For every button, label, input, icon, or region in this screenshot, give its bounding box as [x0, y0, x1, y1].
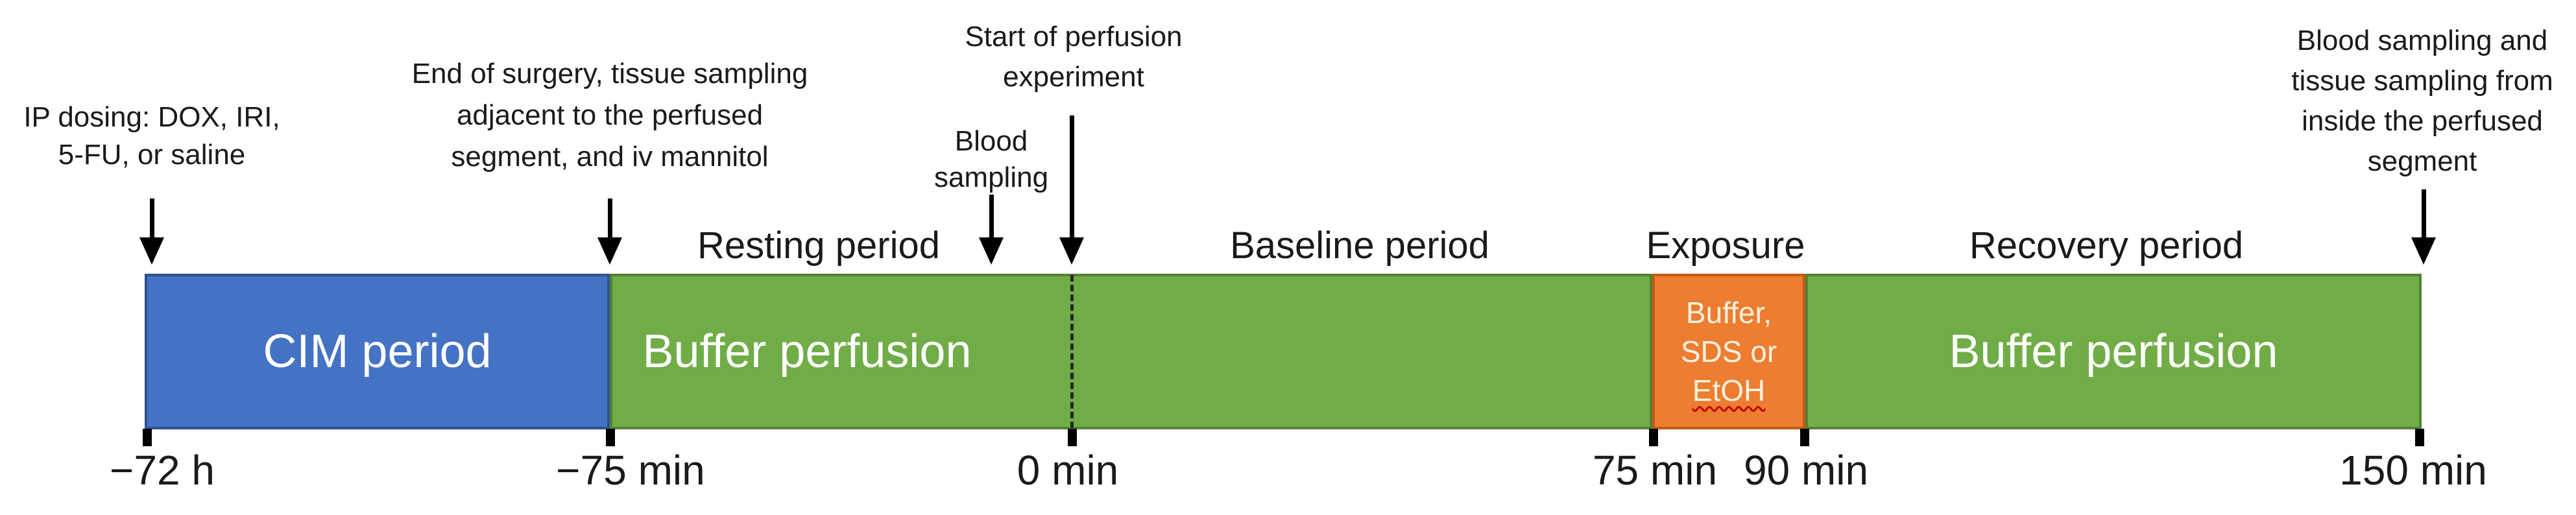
time-label-75min: 75 min	[1592, 447, 1718, 494]
tick-mark	[1649, 429, 1658, 446]
tick-mark	[2415, 429, 2424, 446]
tick-mark	[143, 429, 152, 446]
annotation-final-sampling: Blood sampling and tissue sampling from …	[2291, 21, 2553, 182]
segment-label: Buffer perfusion	[1949, 326, 2278, 377]
down-arrow-icon	[1059, 115, 1084, 265]
segment-cim-period: CIM period	[145, 274, 610, 429]
time-label-150min: 150 min	[2339, 447, 2487, 494]
segment-label: CIM period	[263, 326, 492, 377]
annotation-line: tissue sampling from	[2291, 65, 2553, 97]
annotation-ip-dosing: IP dosing: DOX, IRI, 5-FU, or saline	[23, 99, 280, 174]
tick-mark	[606, 429, 615, 446]
tick-mark	[1800, 429, 1809, 446]
annotation-blood-sampling: Blood sampling	[934, 123, 1048, 196]
arrow-shaft	[149, 198, 154, 237]
annotation-line: 5-FU, or saline	[58, 139, 246, 171]
dashed-divider-0min	[1070, 275, 1074, 428]
annotation-line: IP dosing: DOX, IRI,	[23, 101, 280, 133]
annotation-line: Blood sampling and	[2296, 25, 2548, 56]
annotation-line: sampling	[933, 162, 1049, 193]
arrow-head	[1059, 237, 1084, 265]
orange-label-line: SDS or	[1680, 335, 1777, 368]
annotation-line: segment	[2367, 145, 2477, 177]
tick-mark	[1068, 429, 1077, 446]
annotation-line: segment, and iv mannitol	[451, 141, 769, 173]
annotation-line: inside the perfused	[2302, 105, 2543, 137]
time-label-minus72h: −72 h	[110, 447, 215, 494]
orange-label-line-etoh: EtOH	[1692, 374, 1766, 407]
arrow-head	[2411, 237, 2436, 265]
period-label-resting: Resting period	[697, 224, 940, 267]
time-label-90min: 90 min	[1743, 447, 1869, 494]
segment-exposure-buffer-sds-etoh: Buffer, SDS or EtOH	[1652, 274, 1805, 429]
annotation-line: End of surgery, tissue sampling	[411, 58, 808, 90]
arrow-shaft	[607, 198, 612, 237]
down-arrow-icon	[139, 198, 164, 265]
segment-buffer-perfusion-1: Buffer perfusion	[610, 274, 1652, 429]
annotation-end-of-surgery: End of surgery, tissue sampling adjacent…	[412, 53, 808, 178]
annotation-line: adjacent to the perfused	[456, 99, 764, 131]
arrow-head	[979, 237, 1004, 265]
segment-label: Buffer perfusion	[642, 326, 972, 377]
orange-label-line: Buffer,	[1685, 296, 1772, 329]
annotation-line: experiment	[1003, 61, 1144, 93]
arrow-shaft	[1069, 115, 1074, 237]
time-label-0min: 0 min	[1017, 447, 1119, 494]
period-label-exposure: Exposure	[1646, 224, 1805, 267]
time-label-minus75min: −75 min	[556, 447, 705, 494]
arrow-head	[597, 237, 622, 265]
segment-buffer-perfusion-2: Buffer perfusion	[1805, 274, 2422, 429]
arrow-shaft	[989, 195, 994, 237]
period-label-recovery: Recovery period	[1969, 224, 2244, 267]
timeline-bar: CIM period Buffer perfusion Buffer, SDS …	[145, 274, 2422, 429]
down-arrow-icon	[979, 195, 1004, 265]
period-label-baseline: Baseline period	[1230, 224, 1489, 267]
segment-label: Buffer, SDS or EtOH	[1681, 293, 1777, 410]
down-arrow-icon	[597, 198, 622, 265]
arrow-head	[139, 237, 164, 265]
down-arrow-icon	[2411, 189, 2436, 265]
annotation-start-of-perfusion: Start of perfusion experiment	[965, 17, 1182, 97]
annotation-line: Blood	[954, 125, 1028, 157]
arrow-shaft	[2421, 189, 2426, 237]
annotation-line: Start of perfusion	[965, 21, 1183, 53]
